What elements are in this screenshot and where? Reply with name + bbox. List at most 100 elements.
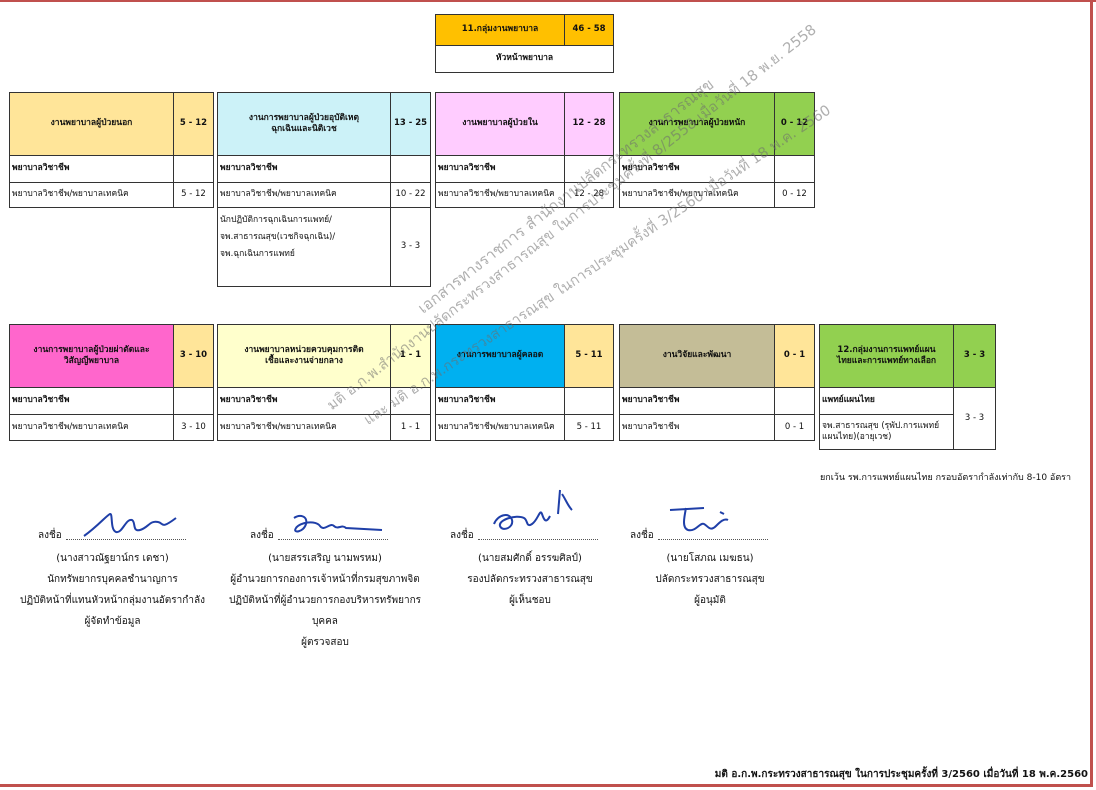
unit-surgery-position-1-ratio bbox=[173, 387, 214, 415]
signature-2-block: (นายสรรเสริญ นามพรหม) ผู้อำนวยการกองการเ… bbox=[218, 548, 432, 653]
unit-thaimed-title-cell: 12.กลุ่มงานการแพทย์แผนไทยและการแพทย์ทางเ… bbox=[819, 324, 954, 388]
position-ratio: 0 - 1 bbox=[784, 421, 805, 432]
position-ratio: 5 - 12 bbox=[181, 189, 206, 200]
unit-opd-ratio-cell: 5 - 12 bbox=[173, 92, 214, 156]
signature-1-label: ลงชื่อ bbox=[38, 530, 62, 541]
unit-thaimed-ratio-cell: 3 - 3 bbox=[953, 324, 996, 388]
signature-1-line bbox=[66, 539, 186, 540]
unit-icu-position-2-ratio: 0 - 12 bbox=[774, 182, 815, 208]
signature-1-role: ผู้จัดทำข้อมูล bbox=[84, 616, 141, 627]
unit-research-title: งานวิจัยและพัฒนา bbox=[662, 350, 732, 361]
signature-4-line bbox=[658, 539, 768, 540]
signature-4-name: (นายโสภณ เมฆธน) bbox=[666, 553, 754, 564]
position-ratio: 12 - 28 bbox=[573, 189, 605, 200]
unit-ipd-position-2: พยาบาลวิชาชีพ/พยาบาลเทคนิค bbox=[435, 182, 565, 208]
head-nurse-label: หัวหน้าพยาบาล bbox=[495, 53, 554, 64]
unit-er-position-3: นักปฏิบัติการฉุกเฉินการแพทย์/ จพ.สาธารณส… bbox=[217, 207, 391, 287]
unit-surgery-position-1: พยาบาลวิชาชีพ bbox=[9, 387, 174, 415]
group-title-cell: 11.กลุ่มงานพยาบาล bbox=[435, 14, 565, 46]
signature-4-label: ลงชื่อ bbox=[630, 530, 654, 541]
unit-ipd-position-1-ratio bbox=[564, 155, 614, 183]
unit-ipd-ratio: 12 - 28 bbox=[572, 118, 606, 129]
unit-infection-ratio-cell: 1 - 1 bbox=[390, 324, 431, 388]
unit-icu-ratio: 0 - 12 bbox=[780, 118, 809, 129]
unit-infection-title: งานพยาบาลหน่วยควบคุมการติดเชื้อและงานจ่า… bbox=[244, 344, 364, 366]
unit-er-position-2: พยาบาลวิชาชีพ/พยาบาลเทคนิค bbox=[217, 182, 391, 208]
unit-surgery-ratio-cell: 3 - 10 bbox=[173, 324, 214, 388]
signature-3-name: (นายสมศักดิ์ อรรฆศิลป์) bbox=[478, 553, 582, 564]
head-nurse-cell: หัวหน้าพยาบาล bbox=[435, 45, 614, 73]
signature-3-label: ลงชื่อ bbox=[450, 530, 474, 541]
signature-1-block: (นางสาวณัฐยาน์กร เดชา) นักทรัพยากรบุคคลช… bbox=[20, 548, 205, 632]
unit-infection-title-cell: งานพยาบาลหน่วยควบคุมการติดเชื้อและงานจ่า… bbox=[217, 324, 391, 388]
unit-opd-title: งานพยาบาลผู้ป่วยนอก bbox=[50, 118, 133, 129]
position-ratio: 3 - 3 bbox=[400, 241, 421, 252]
unit-thaimed-position-2: จพ.สาธารณสุข (รุพัป.การแพทย์แผนไทย)(อายุ… bbox=[819, 414, 954, 450]
group-ratio-cell: 46 - 58 bbox=[564, 14, 614, 46]
unit-infection-position-1: พยาบาลวิชาชีพ bbox=[217, 387, 391, 415]
signature-1-scribble bbox=[83, 512, 177, 537]
signature-2-name: (นายสรรเสริญ นามพรหม) bbox=[268, 553, 382, 564]
position-label: พยาบาลวิชาชีพ bbox=[622, 421, 680, 432]
unit-surgery-ratio: 3 - 10 bbox=[179, 350, 208, 361]
unit-infection-position-2-ratio: 1 - 1 bbox=[390, 414, 431, 441]
group-ratio: 46 - 58 bbox=[572, 24, 606, 35]
unit-opd-position-2: พยาบาลวิชาชีพ/พยาบาลเทคนิค bbox=[9, 182, 174, 208]
unit-icu-title-cell: งานการพยาบาลผู้ป่วยหนัก bbox=[619, 92, 775, 156]
position-label: พยาบาลวิชาชีพ/พยาบาลเทคนิค bbox=[12, 189, 129, 200]
position-label: พยาบาลวิชาชีพ bbox=[220, 395, 278, 406]
unit-surgery-position-2: พยาบาลวิชาชีพ/พยาบาลเทคนิค bbox=[9, 414, 174, 441]
unit-labor-position-2-ratio: 5 - 11 bbox=[564, 414, 614, 441]
signature-1-position: นักทรัพยากรบุคคลชำนาญการ bbox=[47, 574, 178, 585]
unit-research-position-1: พยาบาลวิชาชีพ bbox=[619, 387, 775, 415]
position-label: พยาบาลวิชาชีพ bbox=[622, 395, 680, 406]
group-title: 11.กลุ่มงานพยาบาล bbox=[461, 24, 539, 35]
unit-surgery-title-cell: งานการพยาบาลผู้ป่วยผ่าตัดและวิสัญญีพยาบา… bbox=[9, 324, 174, 388]
signature-3-block: (นายสมศักดิ์ อรรฆศิลป์) รองปลัดกระทรวงสา… bbox=[440, 548, 620, 611]
position-ratio: 10 - 22 bbox=[395, 189, 426, 200]
unit-research-position-2-ratio: 0 - 1 bbox=[774, 414, 815, 441]
signature-3-position: รองปลัดกระทรวงสาธารณสุข bbox=[467, 574, 593, 585]
signature-1-name: (นางสาวณัฐยาน์กร เดชา) bbox=[56, 553, 169, 564]
unit-thaimed-position-1: แพทย์แผนไทย bbox=[819, 387, 954, 415]
position-label: พยาบาลวิชาชีพ/พยาบาลเทคนิค bbox=[438, 421, 555, 432]
unit-er-position-2-ratio: 10 - 22 bbox=[390, 182, 431, 208]
unit-opd-title-cell: งานพยาบาลผู้ป่วยนอก bbox=[9, 92, 174, 156]
unit-ipd-ratio-cell: 12 - 28 bbox=[564, 92, 614, 156]
unit-opd-ratio: 5 - 12 bbox=[179, 118, 208, 129]
position-label: พยาบาลวิชาชีพ bbox=[438, 163, 496, 174]
unit-labor-ratio: 5 - 11 bbox=[575, 350, 603, 361]
position-label: จพ.สาธารณสุข (รุพัป.การแพทย์แผนไทย)(อายุ… bbox=[822, 420, 940, 442]
unit-ipd-position-2-ratio: 12 - 28 bbox=[564, 182, 614, 208]
unit-research-position-1-ratio bbox=[774, 387, 815, 415]
unit-ipd-title: งานพยาบาลผู้ป่วยใน bbox=[462, 118, 538, 129]
unit-labor-title-cell: งานการพยาบาลผู้คลอด bbox=[435, 324, 565, 388]
unit-icu-position-2: พยาบาลวิชาชีพ/พยาบาลเทคนิค bbox=[619, 182, 775, 208]
unit-opd-position-1: พยาบาลวิชาชีพ bbox=[9, 155, 174, 183]
footnote: ยกเว้น รพ.การแพทย์แผนไทย กรอบอัตรากำลังเ… bbox=[820, 473, 1072, 483]
position-label: พยาบาลวิชาชีพ bbox=[12, 395, 70, 406]
unit-opd-position-2-ratio: 5 - 12 bbox=[173, 182, 214, 208]
unit-opd-position-1-ratio bbox=[173, 155, 214, 183]
position-ratio: 5 - 11 bbox=[576, 421, 602, 432]
position-label: พยาบาลวิชาชีพ/พยาบาลเทคนิค bbox=[622, 189, 739, 200]
signature-2-role: ผู้ตรวจสอบ bbox=[301, 637, 349, 648]
unit-thaimed-position-2-ratio: 3 - 3 bbox=[953, 387, 996, 450]
position-label: พยาบาลวิชาชีพ bbox=[438, 395, 496, 406]
signature-2-position-2: ปฏิบัติหน้าที่ผู้อำนวยการกองบริหารทรัพยา… bbox=[228, 595, 422, 627]
unit-infection-ratio: 1 - 1 bbox=[399, 350, 422, 361]
unit-research-title-cell: งานวิจัยและพัฒนา bbox=[619, 324, 775, 388]
signature-3-scribble bbox=[493, 489, 573, 530]
unit-icu-position-1-ratio bbox=[774, 155, 815, 183]
unit-thaimed-ratio: 3 - 3 bbox=[963, 350, 986, 361]
position-ratio: 3 - 10 bbox=[181, 421, 206, 432]
unit-ipd-title-cell: งานพยาบาลผู้ป่วยใน bbox=[435, 92, 565, 156]
unit-icu-position-1: พยาบาลวิชาชีพ bbox=[619, 155, 775, 183]
position-label: พยาบาลวิชาชีพ bbox=[622, 163, 680, 174]
unit-research-position-2: พยาบาลวิชาชีพ bbox=[619, 414, 775, 441]
unit-er-position-1: พยาบาลวิชาชีพ bbox=[217, 155, 391, 183]
position-label: พยาบาลวิชาชีพ/พยาบาลเทคนิค bbox=[438, 189, 555, 200]
unit-icu-title: งานการพยาบาลผู้ป่วยหนัก bbox=[648, 118, 746, 129]
unit-research-ratio-cell: 0 - 1 bbox=[774, 324, 815, 388]
unit-er-ratio: 13 - 25 bbox=[393, 118, 428, 129]
